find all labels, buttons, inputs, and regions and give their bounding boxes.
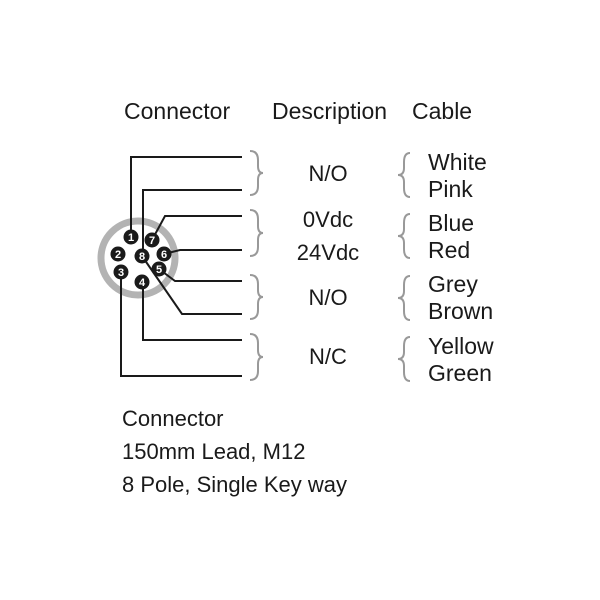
wire-yellow: [142, 282, 242, 341]
svg-text:3: 3: [118, 267, 124, 279]
description-2a: 0Vdc: [303, 207, 353, 232]
svg-text:2: 2: [115, 249, 121, 261]
brace-right-4: [249, 333, 264, 381]
brace-right-3: [249, 274, 264, 320]
cable-color-white: White: [428, 149, 487, 175]
wire-pink: [142, 189, 242, 255]
header-connector: Connector: [124, 98, 230, 124]
brace-left-2: [397, 213, 411, 259]
header-description: Description: [272, 98, 387, 124]
brace-left-3: [397, 275, 411, 321]
pin-4: 4: [134, 274, 150, 290]
description-2b: 24Vdc: [297, 240, 359, 265]
pin-5: 5: [151, 261, 167, 277]
cable-color-green: Green: [428, 360, 492, 386]
svg-text:5: 5: [156, 264, 162, 276]
pin-7: 7: [144, 232, 160, 248]
pin-1: 1: [123, 229, 139, 245]
pin-2: 2: [110, 246, 126, 262]
description-4: N/C: [309, 344, 347, 369]
pin-6: 6: [156, 246, 172, 262]
description-3: N/O: [308, 285, 347, 310]
header-cable: Cable: [412, 98, 472, 124]
brace-right-2: [249, 209, 264, 257]
wire-white: [130, 156, 242, 237]
svg-text:8: 8: [139, 251, 145, 263]
cable-color-blue: Blue: [428, 210, 474, 236]
svg-text:1: 1: [128, 232, 134, 244]
brace-left-4: [397, 336, 411, 382]
note-lead: 150mm Lead, M12: [122, 439, 305, 464]
cable-color-pink: Pink: [428, 176, 473, 202]
wire-green: [120, 272, 242, 377]
svg-text:4: 4: [139, 277, 146, 289]
svg-text:6: 6: [161, 249, 167, 261]
pin-8: 8: [134, 248, 150, 264]
svg-text:7: 7: [149, 235, 155, 247]
cable-color-red: Red: [428, 237, 470, 263]
brace-left-1: [397, 152, 411, 198]
cable-color-yellow: Yellow: [428, 333, 494, 359]
note-pole: 8 Pole, Single Key way: [122, 472, 347, 497]
cable-color-brown: Brown: [428, 298, 493, 324]
cable-color-grey: Grey: [428, 271, 478, 297]
note-connector: Connector: [122, 406, 224, 431]
pin-3: 3: [113, 264, 129, 280]
brace-right-1: [249, 150, 264, 196]
wire-blue: [151, 215, 242, 241]
description-1: N/O: [308, 161, 347, 186]
